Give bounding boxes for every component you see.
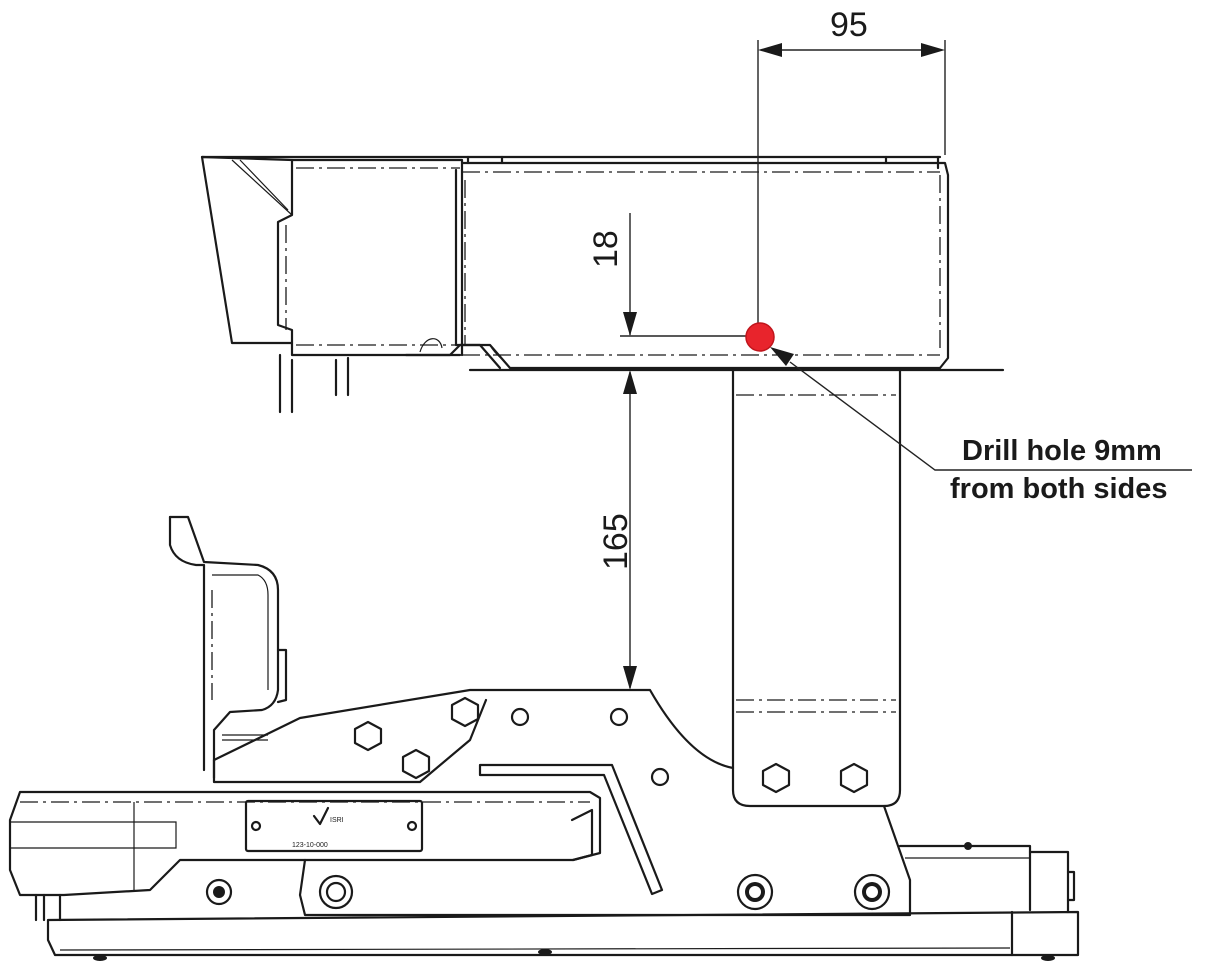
hex-nut <box>839 762 869 794</box>
vertical-post <box>731 368 902 808</box>
round-bolt <box>736 873 774 911</box>
dimension-label-165: 165 <box>597 513 635 570</box>
arm-plate <box>212 688 869 896</box>
drill-hole <box>745 322 775 352</box>
drill-hole-marker <box>745 322 1192 471</box>
base-rail <box>8 790 1080 961</box>
dimension-label-95: 95 <box>830 6 868 44</box>
dimension-165: 165 <box>597 370 637 690</box>
svg-text:ISRI: ISRI <box>330 817 344 824</box>
seat-bracket <box>168 515 288 780</box>
dimension-label-18: 18 <box>587 230 625 268</box>
hex-nut <box>353 720 383 752</box>
top-housing <box>200 155 1005 414</box>
round-bolt <box>205 878 233 906</box>
hex-nut <box>761 762 791 794</box>
nameplate: ISRI 123-10-000 <box>244 799 424 853</box>
nameplate-code: 123-10-000 <box>292 842 328 849</box>
hex-nut <box>401 748 431 780</box>
hex-nut <box>450 696 480 728</box>
dimension-18: 18 <box>587 213 748 337</box>
round-bolt <box>853 873 891 911</box>
round-bolt <box>318 874 354 910</box>
drill-note-line1: Drill hole 9mm <box>962 435 1162 467</box>
dimension-95: 95 <box>757 6 946 335</box>
drill-note-line2: from both sides <box>950 473 1168 505</box>
